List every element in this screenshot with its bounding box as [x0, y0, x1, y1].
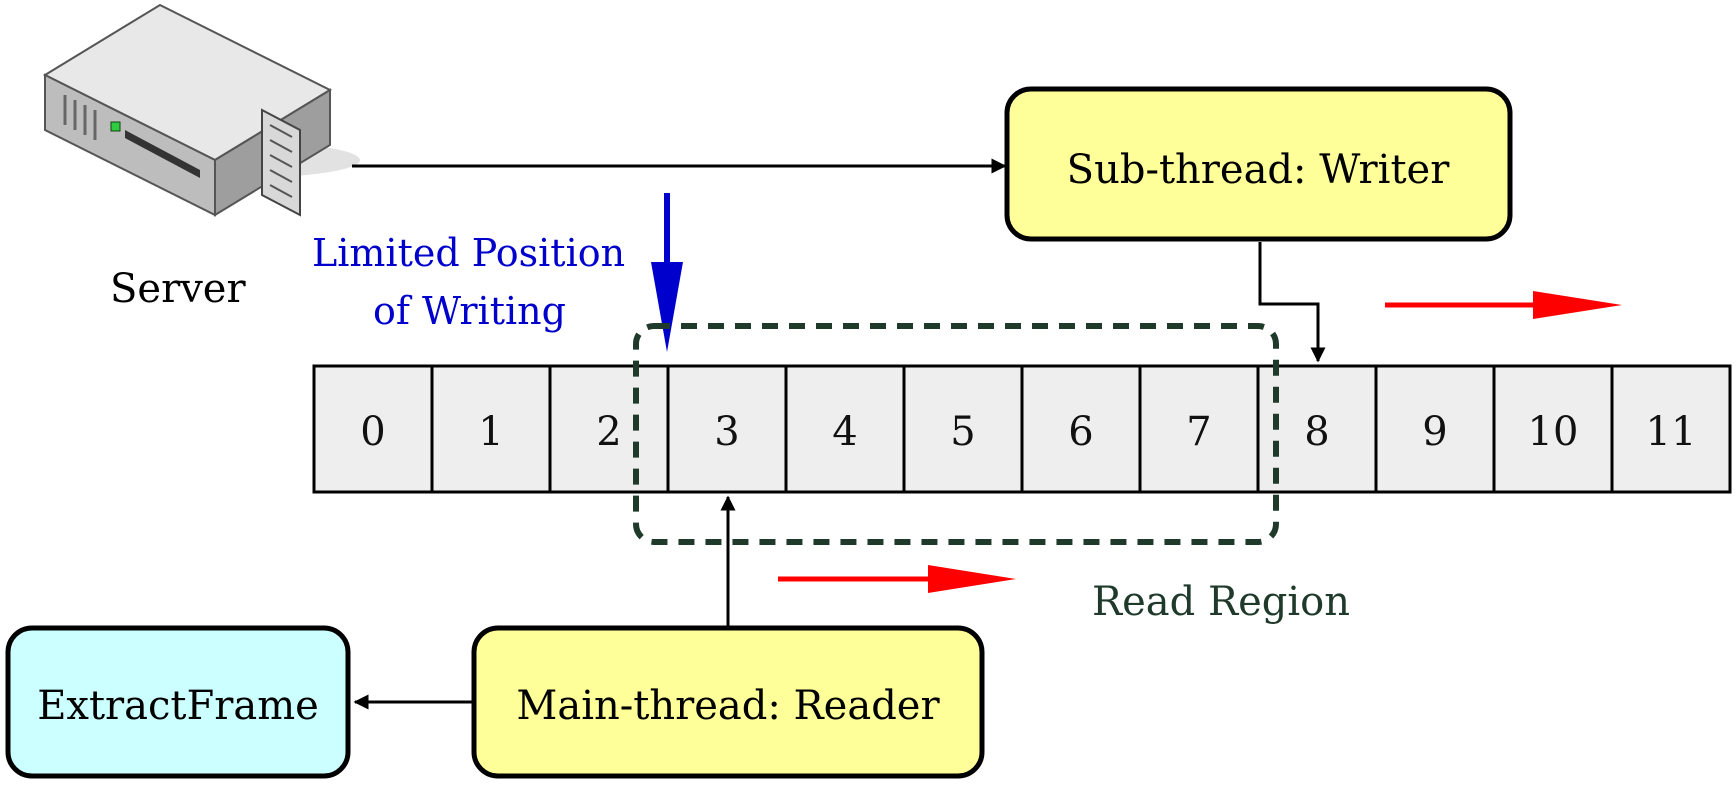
reader-motion-arrow	[778, 565, 1016, 593]
buffer-cell: 3	[666, 364, 788, 494]
read-region-label: Read Region	[1092, 579, 1350, 625]
extract-frame-label: ExtractFrame	[37, 683, 319, 729]
buffer-cell: 5	[902, 364, 1024, 494]
buffer-cell-label: 7	[1186, 409, 1211, 455]
buffer-cell: 1	[430, 364, 552, 494]
writer-to-cell-arrow	[1258, 242, 1326, 363]
buffer-cell-label: 0	[360, 409, 385, 455]
writer-label: Sub-thread: Writer	[1067, 147, 1451, 193]
buffer-cell-label: 10	[1528, 409, 1579, 455]
server-icon	[42, 3, 360, 217]
buffer-cell-label: 9	[1422, 409, 1447, 455]
buffer-cell: 2	[548, 364, 670, 494]
buffer-cell-label: 1	[478, 409, 503, 455]
buffer-cell: 6	[1020, 364, 1142, 494]
ring-buffer: 0 1 2 3 4 5 6 7	[312, 364, 1732, 494]
limited-position-arrow	[651, 193, 683, 352]
writer-motion-arrow	[1385, 291, 1622, 319]
reader-label: Main-thread: Reader	[516, 683, 940, 729]
buffer-cell-label: 8	[1304, 409, 1329, 455]
buffer-cell: 7	[1138, 364, 1260, 494]
buffer-cell-label: 5	[950, 409, 975, 455]
writer-box: Sub-thread: Writer	[1004, 86, 1513, 242]
limited-position-label-line2: of Writing	[373, 289, 566, 333]
reader-box: Main-thread: Reader	[471, 625, 985, 779]
buffer-cell-label: 6	[1068, 409, 1093, 455]
buffer-cell: 9	[1374, 364, 1496, 494]
buffer-cell: 10	[1492, 364, 1614, 494]
buffer-cell-label: 2	[596, 409, 621, 455]
buffer-cell: 4	[784, 364, 906, 494]
buffer-cell: 0	[312, 364, 434, 494]
read-region-outline	[633, 323, 1279, 545]
buffer-cell-label: 11	[1646, 409, 1697, 455]
server-label: Server	[110, 266, 246, 312]
buffer-cell: 11	[1610, 364, 1732, 494]
buffer-cell-label: 4	[832, 409, 857, 455]
limited-position-label-line1: Limited Position	[312, 231, 625, 275]
buffer-cell-label: 3	[714, 409, 739, 455]
extract-frame-box: ExtractFrame	[5, 625, 351, 779]
